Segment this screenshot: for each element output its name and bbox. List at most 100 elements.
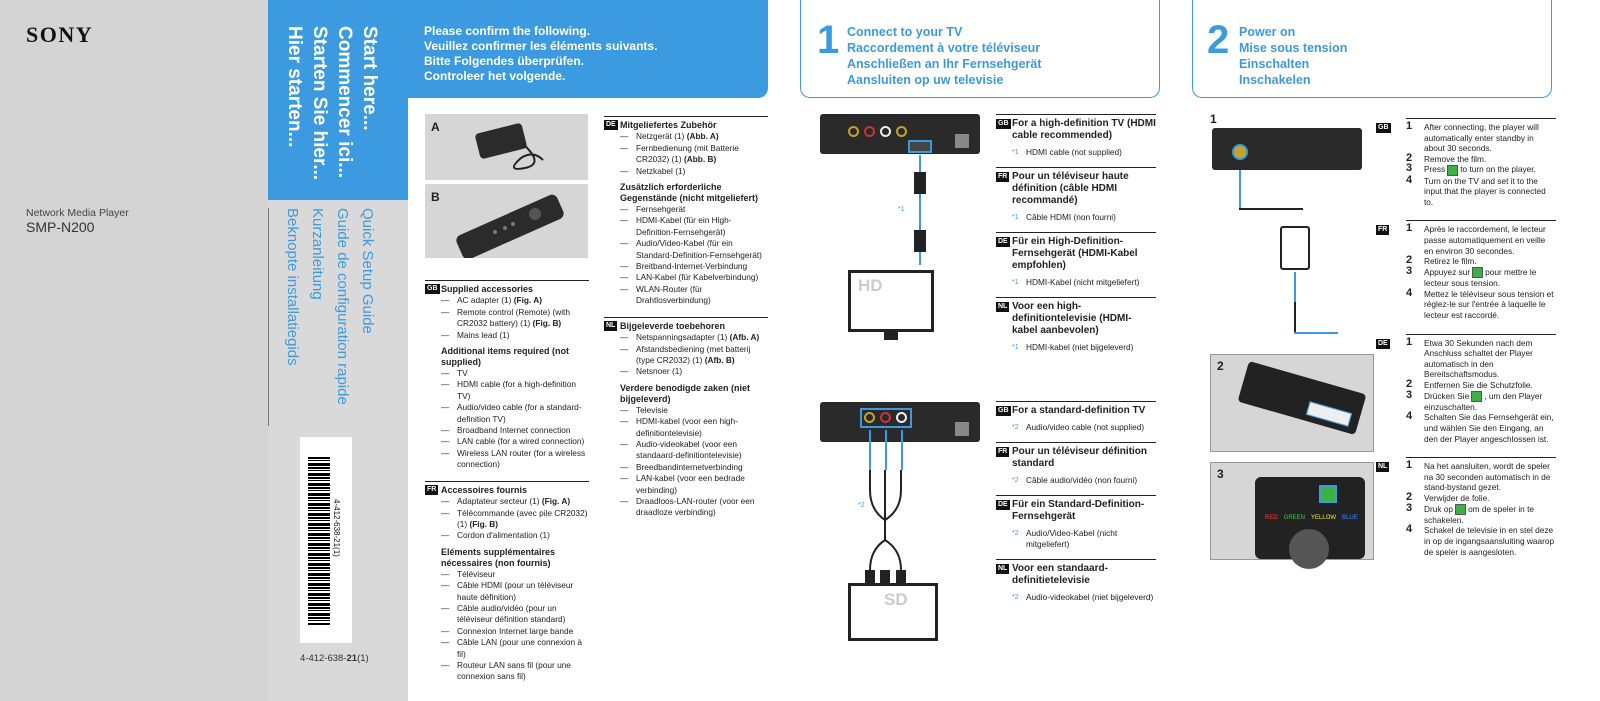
- figure-a: A: [425, 114, 588, 180]
- supplied-item-text: Afstandsbediening (met batterij (type CR…: [636, 343, 751, 365]
- power-step-number: 2: [1406, 377, 1413, 390]
- cover-panel: SONY Network Media Player SMP-N200: [0, 0, 268, 701]
- power-step-text: Press: [1424, 164, 1446, 175]
- power-step-number: 4: [1406, 173, 1413, 186]
- power-step-text: Drücken Sie: [1424, 390, 1470, 401]
- power-step-number: 2: [1406, 254, 1413, 267]
- supplied-item: AC adapter (1) (Fig. A): [425, 295, 589, 307]
- required-item: LAN-Kabel (für Kabelverbindung): [604, 272, 768, 284]
- language-badge: NL: [604, 320, 618, 331]
- power-diagram-2: 2: [1210, 354, 1374, 452]
- port: [896, 126, 907, 137]
- language-badge: NL: [996, 302, 1010, 312]
- figure-b: B: [425, 184, 588, 260]
- green-button-label: GREEN: [1283, 515, 1306, 521]
- supplied-item-text: AC adapter (1): [457, 295, 514, 306]
- subtitle-en: Quick Setup Guide: [359, 208, 376, 334]
- subtitle-de: Kurzanleitung: [309, 208, 326, 300]
- ac-adapter-illustration: [475, 123, 544, 170]
- language-badge: DE: [996, 237, 1010, 247]
- connection-title: For a high-definition TV (HDMI cable rec…: [1012, 118, 1156, 141]
- step-1-title-en: Connect to your TV: [847, 25, 963, 39]
- title-nl: Hier starten...: [284, 26, 305, 148]
- hdmi-cable: [919, 155, 921, 265]
- step-2-titles: Power on Mise sous tension Einschalten I…: [1239, 24, 1347, 88]
- required-item: TV: [425, 368, 589, 380]
- supplied-item: Mains lead (1): [425, 329, 589, 342]
- required-item: Audio-videokabel (voor een standaard-def…: [604, 439, 768, 462]
- supplied-item-text: Netzgerät (1): [636, 131, 687, 142]
- supplied-title: Supplied accessories: [441, 284, 534, 294]
- mains-lead: [1294, 332, 1338, 334]
- av-cable: [901, 430, 903, 470]
- confirm-nl: Controleer het volgende.: [424, 69, 566, 83]
- figure-ref: (Abb. A): [686, 131, 719, 142]
- supplied-item-text: Netspanningsadapter (1): [636, 332, 730, 343]
- title-fr: Commencer ici...: [334, 26, 355, 179]
- cable-mark: *2: [1012, 594, 1019, 601]
- required-item: Draadloos-LAN-router (voor een draadloze…: [604, 496, 768, 519]
- title-en: Start here...: [359, 26, 380, 131]
- step-1-title-de: Anschließen an Ihr Fernsehgerät: [847, 57, 1042, 71]
- power-button: [1319, 485, 1337, 503]
- figure-a-label: A: [431, 120, 440, 134]
- cable-mark: *1: [1012, 344, 1019, 351]
- supplied-item-text: Cordon d'alimentation (1): [457, 530, 550, 541]
- confirm-fr: Veuillez confirmer les éléments suivants…: [424, 39, 658, 53]
- av-cable: [869, 430, 871, 470]
- confirm-en: Please confirm the following.: [424, 24, 591, 38]
- connection-title: Voor een high-definitiontelevisie (HDMI-…: [1012, 301, 1132, 336]
- cable-note-text: Audio/video cable (not supplied): [1026, 422, 1145, 432]
- power-step-number: 4: [1406, 523, 1413, 536]
- supplied-item-text: Netsnoer (1): [636, 366, 683, 377]
- supplied-item-text: Remote control (Remote) (with CR2032 bat…: [457, 306, 570, 329]
- hdmi-port: [908, 140, 932, 153]
- figure-ref: (Afb. B): [704, 354, 735, 365]
- connection-title: Pour un téléviseur haute définition (câb…: [1012, 171, 1129, 206]
- required-item: Fernsehgerät: [604, 204, 768, 216]
- confirm-banner: Please confirm the following. Veuillez c…: [408, 0, 768, 98]
- sd-cable-mark: *2: [858, 502, 865, 509]
- power-step-number: 1: [1406, 222, 1413, 235]
- step-2-title-nl: Inschakelen: [1239, 73, 1311, 87]
- power-step: 3 Press to turn on the player.: [1406, 162, 1556, 176]
- supplied-item: Remote control (Remote) (with CR2032 bat…: [425, 307, 589, 330]
- required-item: Wireless LAN router (for a wireless conn…: [425, 448, 589, 471]
- power-step-number: 3: [1406, 162, 1413, 175]
- power-diagram-3: 3 RED GREEN YELLOW BLUE: [1210, 462, 1374, 569]
- barcode: 4-412-638-21(1): [300, 437, 352, 643]
- mains-lead: [1294, 302, 1296, 332]
- language-badge: GB: [996, 406, 1011, 416]
- step-2-title-en: Power on: [1239, 25, 1296, 39]
- connection-title: Pour un téléviseur définition standard: [1012, 446, 1148, 469]
- hd-cable-mark: *1: [898, 206, 905, 213]
- figure-ref: (Abb. B): [683, 154, 717, 165]
- power-step-number: 1: [1406, 459, 1413, 472]
- hd-label: HD: [858, 276, 883, 295]
- blue-button-label: BLUE: [1342, 515, 1358, 521]
- required-title: Verdere benodigde zaken (niet bijgelever…: [620, 382, 751, 404]
- barcode-digits: 4-412-638-21(1): [332, 499, 341, 557]
- supplied-item: Télécommande (avec pile CR2032) (1) (Fig…: [425, 508, 589, 531]
- power-diagram-1: 1: [1210, 112, 1376, 348]
- cable-mark: *1: [1012, 149, 1019, 156]
- power-step-text-after: to turn on the player.: [1460, 164, 1536, 175]
- sd-connection-diagram: *2 SD: [818, 400, 988, 690]
- figure-ref: (Afb. A): [729, 332, 760, 343]
- title-de: Starten Sie hier...: [309, 26, 330, 181]
- supplied-item-text: Mains lead (1): [457, 329, 510, 340]
- figure-ref: (Fig. A): [513, 295, 542, 306]
- cable-mark: *1: [1012, 214, 1019, 221]
